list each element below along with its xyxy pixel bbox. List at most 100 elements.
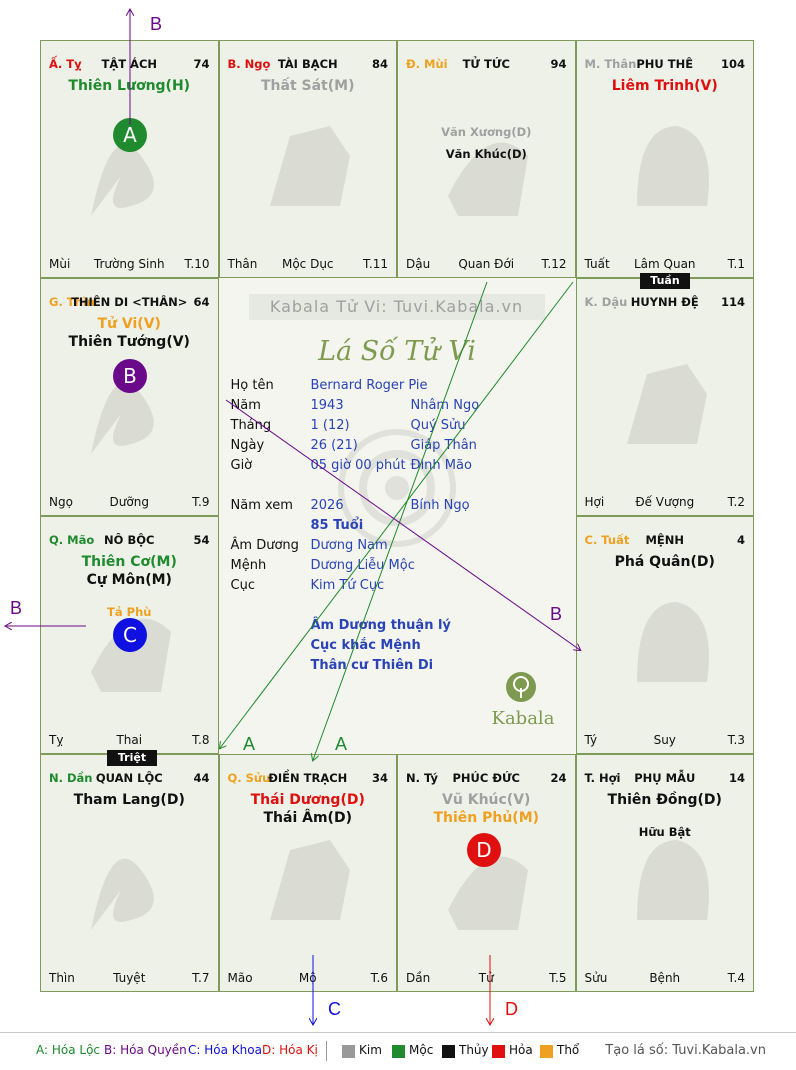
palace-name: ĐIỀN TRẠCH (268, 771, 348, 785)
palace-name: TÀI BẠCH (277, 57, 338, 71)
main-star: Thiên Tướng(V) (68, 334, 190, 350)
zodiac-animal-icon (91, 858, 154, 930)
age-label: T.5 (549, 971, 567, 985)
age-label: T.2 (727, 495, 745, 509)
palace-number: 64 (193, 295, 210, 309)
can-chi-label: Q. Mão (49, 533, 95, 547)
hoa-quyen-badge: B (113, 359, 147, 393)
arrow-label: B (150, 14, 162, 34)
logo-title: Lá Số Tử Vi (318, 336, 476, 367)
stage-label: Thai (116, 733, 143, 747)
stage-label: Mộ (298, 971, 317, 985)
main-star: Tham Lang(D) (73, 792, 185, 808)
palace-number: 104 (720, 57, 745, 71)
main-star: Thiên Phủ(M) (433, 810, 540, 826)
hoa-khoa-badge: C (113, 618, 147, 652)
info-key: Năm (230, 398, 261, 413)
main-star: Thiên Đồng(D) (607, 792, 722, 808)
palace-number: 4 (736, 533, 745, 547)
stage-label: Tử (478, 971, 494, 985)
legend-element-label: Thổ (557, 1043, 580, 1057)
arrow-label: B (10, 598, 22, 618)
can-chi-label: C. Tuất (584, 533, 630, 547)
legend-hoa-ki: D: Hóa Kị (262, 1043, 318, 1057)
info-row: Âm Dương Dương Nam (219, 538, 576, 556)
age-label: T.7 (192, 971, 210, 985)
age-label: T.12 (541, 257, 567, 271)
can-chi-label: N. Tý (406, 771, 438, 785)
notes: Âm Dương thuận lý Cục khắc Mệnh Thân cư … (311, 616, 451, 676)
tuan-tag: Tuần (640, 273, 690, 289)
chi-label: Tuất (584, 257, 610, 271)
info-value: Dương Liễu Mộc (310, 558, 415, 573)
info-value: 1943 (310, 398, 344, 413)
arrow-label: C (328, 999, 341, 1019)
age-label: T.10 (184, 257, 210, 271)
info-key: Tháng (230, 418, 272, 433)
legend-element-label: Hỏa (509, 1043, 533, 1057)
palace-cell: Đ. Mùi TỬ TỨC 94 Văn Xương(D)Văn Khúc(D)… (397, 40, 576, 278)
legend-bar: A: Hóa Lộc B: Hóa Quyền C: Hóa Khoa D: H… (0, 1032, 796, 1070)
chi-label: Tỵ (49, 733, 64, 747)
info-value: Dương Nam (310, 538, 388, 553)
main-star: Vũ Khúc(V) (442, 792, 531, 808)
main-star: Thất Sát(M) (261, 78, 355, 94)
arrow-label: D (505, 999, 518, 1019)
can-chi-label: K. Dậu (584, 295, 628, 309)
watermark: Kabala Tử Vi: Tuvi.Kabala.vn (248, 294, 545, 320)
can-chi-label: T. Hợi (584, 771, 621, 785)
minor-star: Tả Phù (107, 605, 152, 619)
stage-label: Dưỡng (109, 495, 149, 509)
legend-divider (326, 1041, 327, 1061)
info-row: Họ tên Bernard Roger Pie (219, 378, 576, 396)
palace-name: PHÚC ĐỨC (452, 771, 521, 785)
info-row: Giờ 05 giờ 00 phút Đinh Mão (219, 458, 576, 476)
info-row: Tháng 1 (12) Quý Sửu (219, 418, 576, 436)
zodiac-animal-icon (269, 840, 350, 920)
minor-star: Hữu Bật (638, 825, 691, 839)
info-value-canchi: Nhâm Ngọ (410, 398, 480, 413)
minor-star: Văn Khúc(D) (445, 147, 527, 161)
legend-swatch (492, 1045, 505, 1058)
stage-label: Mộc Dục (281, 257, 334, 271)
zodiac-animal-icon (91, 618, 171, 692)
can-chi-label: B. Ngọ (227, 57, 271, 71)
info-row: Năm xem 2026 Bính Ngọ (219, 498, 576, 516)
palace-number: 34 (371, 771, 388, 785)
info-row: Mệnh Dương Liễu Mộc (219, 558, 576, 576)
legend-hoa-quyen: B: Hóa Quyền (104, 1043, 187, 1057)
age-label: T.9 (192, 495, 210, 509)
can-chi-label: N. Dần (49, 771, 93, 785)
info-key: Cục (230, 578, 255, 593)
info-row: 85 Tuổi (219, 518, 576, 536)
legend-element-label: Mộc (409, 1043, 434, 1057)
legend-swatch (540, 1045, 553, 1058)
palace-cell: G. Thìn THIÊN DI <THÂN> 64 Tử Vi(V)Thiên… (40, 278, 219, 516)
info-key: Ngày (230, 438, 265, 453)
palace-number: 94 (550, 57, 567, 71)
palace-name: PHỤ MẪU (634, 771, 696, 785)
info-key: Họ tên (230, 378, 274, 393)
zodiac-animal-icon (448, 142, 528, 216)
info-value-canchi: Quý Sửu (410, 418, 466, 433)
can-chi-label: G. Thìn (49, 295, 95, 309)
zodiac-animal-icon (91, 382, 154, 454)
palace-number: 114 (720, 295, 745, 309)
info-value-canchi: Giáp Thân (410, 438, 477, 453)
palace-name: TỬ TỨC (462, 57, 510, 71)
info-value-canchi: Đinh Mão (410, 458, 472, 473)
legend-swatch (392, 1045, 405, 1058)
stage-label: Tuyệt (113, 971, 146, 985)
info-key: Năm xem (230, 498, 293, 513)
main-star: Thiên Lương(H) (68, 78, 191, 94)
info-row: Cục Kim Tứ Cục (219, 578, 576, 596)
chi-label: Tý (584, 733, 598, 747)
stage-label: Lâm Quan (633, 257, 696, 271)
age-label: T.8 (192, 733, 210, 747)
age-label: T.3 (727, 733, 745, 747)
center-info-panel: Kabala Tử Vi: Tuvi.Kabala.vn Lá Số Tử Vi… (218, 278, 576, 754)
hoa-ki-badge: D (467, 833, 501, 867)
chi-label: Thìn (49, 971, 75, 985)
chi-label: Mùi (49, 257, 71, 271)
info-value: 1 (12) (310, 418, 350, 433)
